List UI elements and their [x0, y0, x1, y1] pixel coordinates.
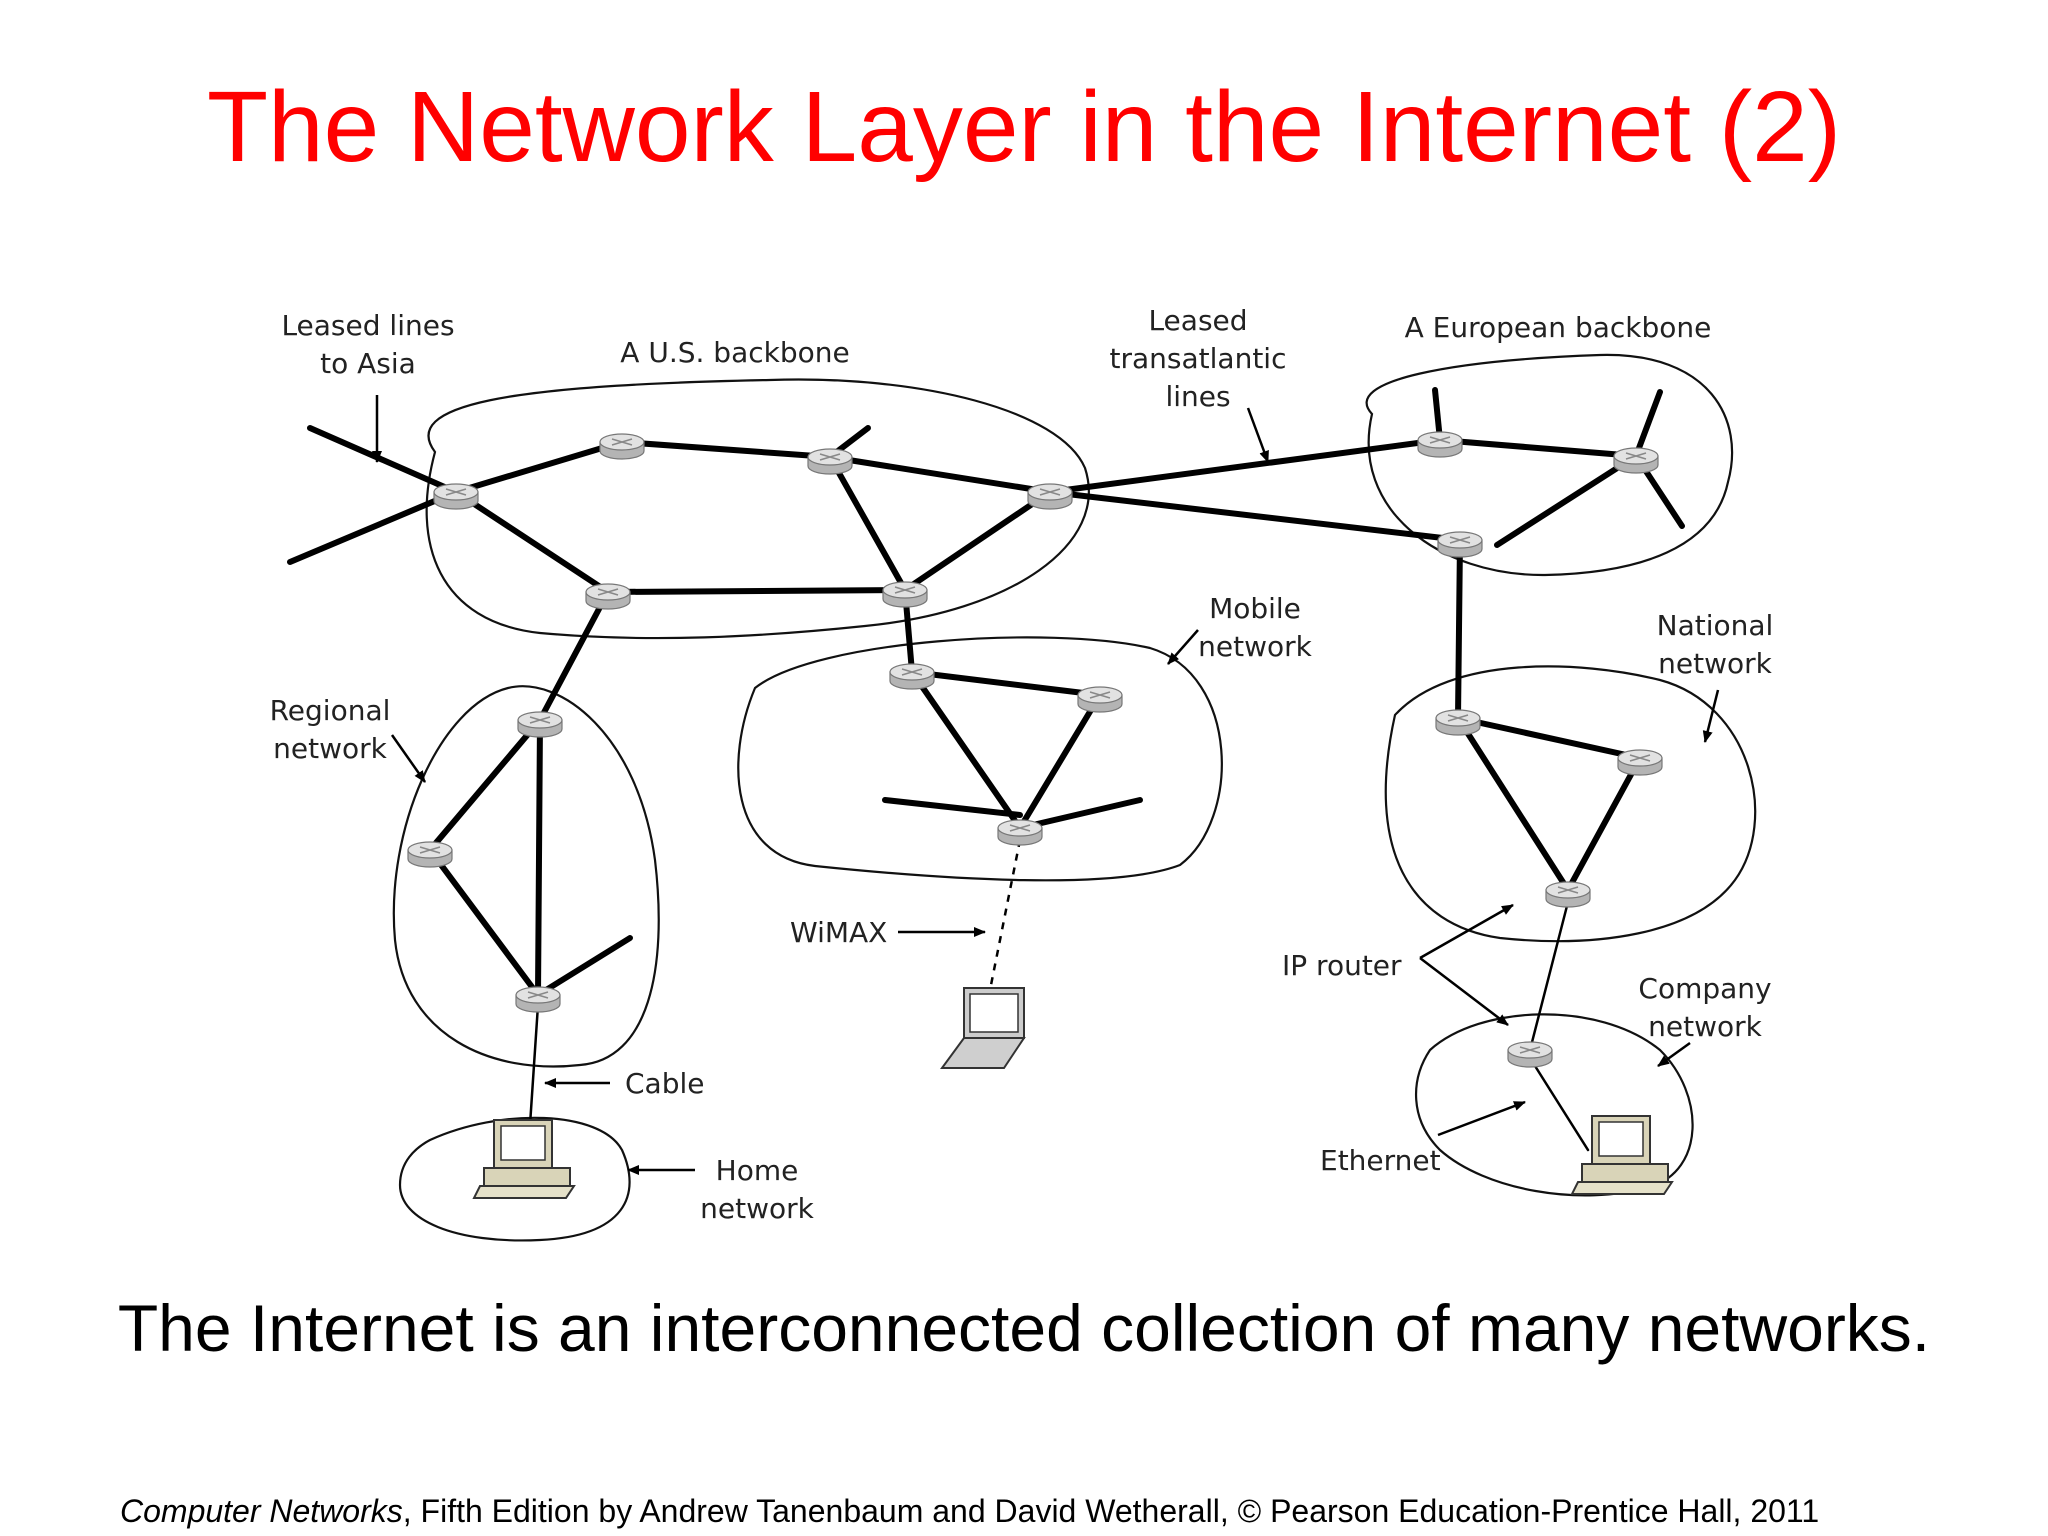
us-backbone-label: A U.S. backbone	[620, 336, 849, 369]
cable-link	[528, 1003, 540, 1127]
wimax-label: WiMAX	[790, 916, 887, 949]
ethernet-label: Ethernet	[1320, 1144, 1441, 1177]
backbone-links	[287, 387, 1685, 998]
router-icon	[585, 583, 631, 610]
slide-subtitle: The Internet is an interconnected collec…	[117, 1291, 1931, 1365]
leased-asia-label-2: to Asia	[320, 347, 416, 380]
mobile-network-label-2: network	[1198, 630, 1312, 663]
transatlantic-label-2: transatlantic	[1110, 342, 1287, 375]
router-icon	[882, 581, 928, 608]
router-icon	[1507, 1041, 1553, 1068]
router-icon	[1435, 709, 1481, 736]
home-network-label-1: Home	[716, 1154, 799, 1187]
european-backbone-cloud	[1365, 353, 1734, 577]
router-icon	[1077, 686, 1123, 713]
router-icon	[1545, 881, 1591, 908]
laptop-icon	[941, 987, 1025, 1069]
router-icon	[1613, 447, 1659, 474]
mobile-network-label-1: Mobile	[1209, 592, 1301, 625]
slide-footer: Computer Networks, Fifth Edition by Andr…	[120, 1493, 1820, 1529]
national-network-cloud	[1384, 665, 1757, 943]
cable-label: Cable	[625, 1067, 705, 1100]
slide-title: The Network Layer in the Internet (2)	[206, 71, 1842, 183]
router-icon	[517, 711, 563, 738]
transatlantic-label-1: Leased	[1148, 304, 1247, 337]
national-network-label-2: network	[1658, 647, 1772, 680]
company-computer-icon	[1571, 1115, 1673, 1195]
wimax-wireless-link	[988, 839, 1022, 991]
regional-network-cloud	[392, 685, 660, 1068]
router-icon	[407, 841, 453, 868]
regional-network-label-1: Regional	[270, 694, 391, 727]
ip-router-label: IP router	[1282, 949, 1402, 982]
annotation-arrows	[372, 395, 1720, 1175]
router-icon	[515, 986, 561, 1013]
router-icon	[807, 448, 853, 475]
router-icon	[889, 663, 935, 690]
company-network-label-1: Company	[1638, 972, 1771, 1005]
leased-asia-label-1: Leased lines	[281, 309, 454, 342]
national-network-label-1: National	[1657, 609, 1774, 642]
company-network-label-2: network	[1648, 1010, 1762, 1043]
router-icon	[1437, 531, 1483, 558]
router-icon	[1027, 483, 1073, 510]
euro-backbone-label: A European backbone	[1405, 311, 1712, 344]
home-network-label-2: network	[700, 1192, 814, 1225]
router-icon	[433, 483, 479, 510]
mobile-network-cloud	[737, 636, 1223, 882]
regional-network-label-2: network	[273, 732, 387, 765]
home-computer-icon	[473, 1119, 575, 1199]
router-icon	[1617, 749, 1663, 776]
router-icon	[997, 819, 1043, 846]
home-network-cloud	[398, 1116, 631, 1242]
footer-book-title: Computer Networks	[120, 1493, 403, 1529]
router-icon	[599, 433, 645, 460]
company-uplink	[1528, 900, 1570, 1052]
ethernet-link	[1528, 1056, 1590, 1152]
transatlantic-label-3: lines	[1165, 380, 1230, 413]
router-icon	[1417, 431, 1463, 458]
us-backbone-cloud	[425, 378, 1090, 640]
footer-credit: , Fifth Edition by Andrew Tanenbaum and …	[402, 1493, 1820, 1529]
